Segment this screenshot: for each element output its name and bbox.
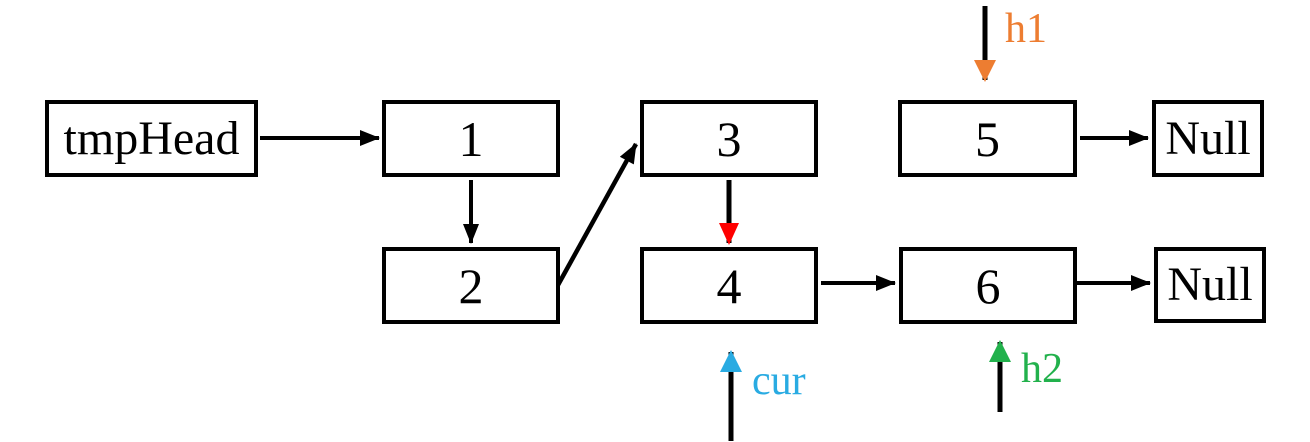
node-null-bottom-label: Null	[1167, 258, 1253, 311]
node-5: 5	[898, 100, 1077, 177]
node-1-label: 1	[458, 110, 484, 167]
node-tmphead: tmpHead	[45, 100, 258, 177]
edge-2-to-3	[556, 142, 638, 287]
node-3: 3	[640, 100, 818, 177]
pointer-h1-label: h1	[1005, 8, 1047, 50]
pointer-cur-text: cur	[752, 358, 806, 404]
node-null-bottom: Null	[1154, 247, 1266, 323]
node-3-label: 3	[716, 110, 742, 167]
node-null-top: Null	[1152, 100, 1264, 177]
node-2: 2	[382, 247, 560, 324]
node-2-label: 2	[458, 257, 484, 314]
node-1: 1	[382, 100, 560, 177]
pointer-h1-text: h1	[1005, 6, 1047, 52]
node-4-label: 4	[716, 257, 742, 314]
pointer-h2-text: h2	[1021, 346, 1063, 392]
pointer-cur-label: cur	[752, 360, 806, 402]
node-5-label: 5	[975, 110, 1000, 167]
pointer-h2-label: h2	[1021, 348, 1063, 390]
node-6: 6	[899, 247, 1077, 324]
node-tmphead-label: tmpHead	[63, 111, 240, 165]
node-4: 4	[640, 247, 818, 324]
node-null-top-label: Null	[1165, 111, 1251, 165]
node-6-label: 6	[975, 257, 1001, 314]
